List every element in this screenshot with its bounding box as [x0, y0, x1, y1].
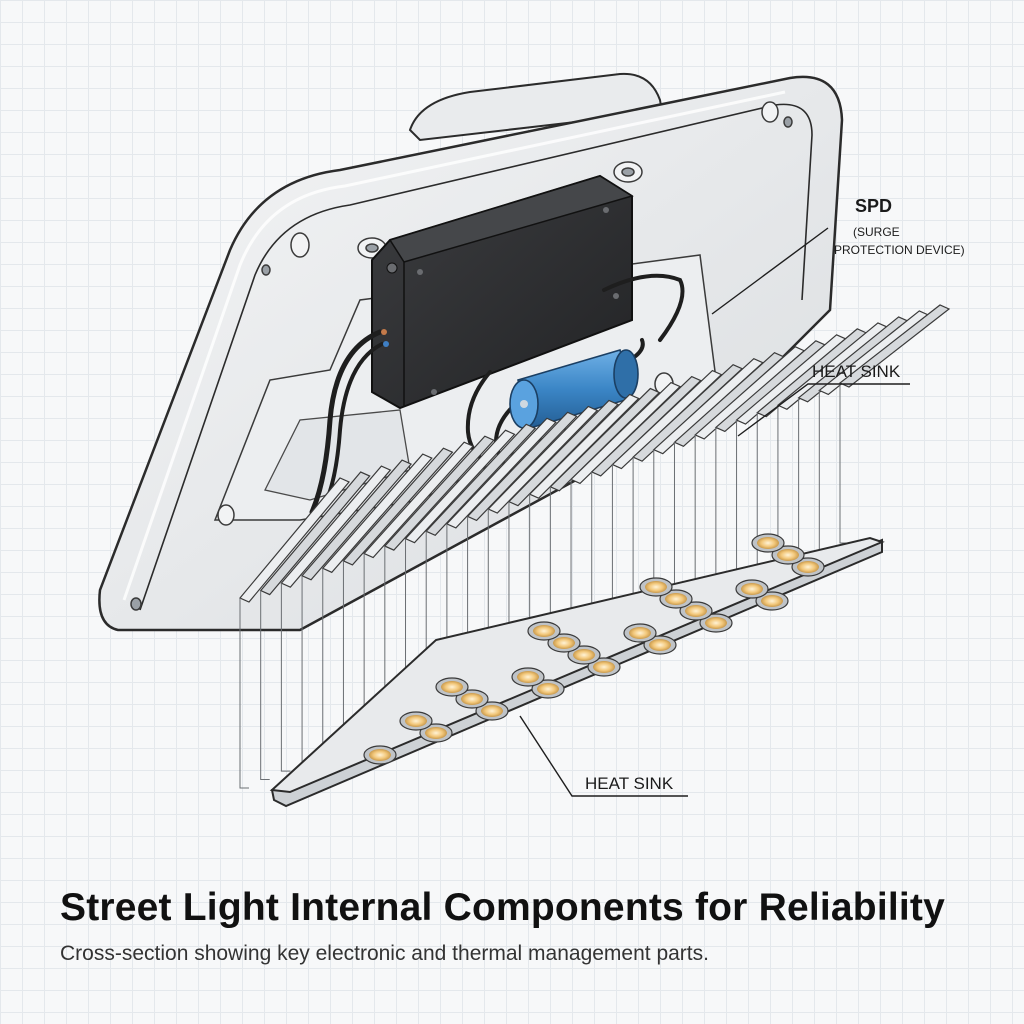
heat-sink-fin: [259, 471, 371, 596]
led-chip: [461, 693, 483, 705]
heat-sink-fin: [383, 435, 495, 551]
led-chip: [629, 627, 651, 639]
led-chip: [481, 705, 503, 717]
led-chip: [757, 537, 779, 549]
led-chip: [537, 683, 559, 695]
heat-sink-top-label: HEAT SINK: [812, 362, 901, 381]
heat-sink-fin: [549, 387, 661, 492]
led-chip: [685, 605, 707, 617]
led-chip: [649, 639, 671, 651]
housing-inner-rim: [139, 103, 813, 611]
heat-sink-fin: [404, 429, 516, 544]
heat-sink-fin: [590, 375, 702, 477]
heat-sink-fin-edge: [260, 590, 270, 781]
heat-sink-top-leader: [737, 383, 910, 437]
heat-sink-fin-edge: [280, 583, 291, 772]
heat-sink-fin: [838, 304, 951, 388]
led-chip: [777, 549, 799, 561]
heat-sink-fin: [466, 411, 578, 522]
led-chip: [369, 749, 391, 761]
heat-sink-fin-edge: [818, 390, 829, 552]
led-chip: [593, 661, 615, 673]
capacitor: [509, 348, 639, 430]
heat-sink-fin: [342, 447, 454, 566]
led-array: [363, 533, 825, 765]
heat-sink-fin: [280, 465, 392, 588]
heat-sink-fin-edge: [715, 427, 725, 595]
heat-sink-fin: [487, 405, 599, 514]
spd-detail-line2: PROTECTION DEVICE): [834, 243, 965, 257]
led-chip: [405, 715, 427, 727]
led-chip: [665, 593, 687, 605]
spd-label: SPD: [855, 196, 892, 216]
heat-sink-fin: [569, 381, 682, 485]
spd-detail-line1: (SURGE: [853, 225, 900, 239]
heat-sink-fin-edge: [839, 383, 849, 544]
heat-sink-fin: [301, 459, 413, 581]
heat-sink-bottom-label: HEAT SINK: [585, 774, 674, 793]
spd-box: [371, 174, 634, 410]
heat-sink-fin-edge: [736, 420, 746, 586]
diagram-title: Street Light Internal Components for Rel…: [60, 886, 946, 929]
heat-sink-fin: [425, 423, 537, 536]
led-chip: [645, 581, 667, 593]
housing-edge-highlight: [122, 90, 786, 601]
led-chip: [553, 637, 575, 649]
heat-sink-fin: [507, 399, 620, 507]
diagram-subtitle: Cross-section showing key electronic and…: [60, 942, 709, 965]
led-chip: [533, 625, 555, 637]
led-chip: [573, 649, 595, 661]
heat-sink-fin-edge: [798, 397, 808, 561]
heat-sink-fin: [528, 393, 640, 499]
led-chip: [797, 561, 819, 573]
led-chip: [761, 595, 783, 607]
heat-sink-fin-edge: [239, 598, 249, 789]
heat-sink-bottom-leader: [519, 715, 688, 797]
heat-sink-fin: [611, 369, 723, 470]
screw-bosses: [130, 101, 793, 611]
heat-sink-fin: [363, 441, 475, 559]
led-chip: [441, 681, 463, 693]
spd-leader: [711, 227, 829, 315]
led-chip: [425, 727, 447, 739]
callout-leaders: [519, 227, 910, 797]
led-chip: [517, 671, 539, 683]
led-chip: [741, 583, 763, 595]
housing-handle: [408, 72, 664, 142]
heat-sink-fin: [321, 453, 433, 574]
led-chip: [705, 617, 727, 629]
heat-sink-fin: [445, 417, 557, 529]
heat-sink-fin: [239, 477, 350, 603]
